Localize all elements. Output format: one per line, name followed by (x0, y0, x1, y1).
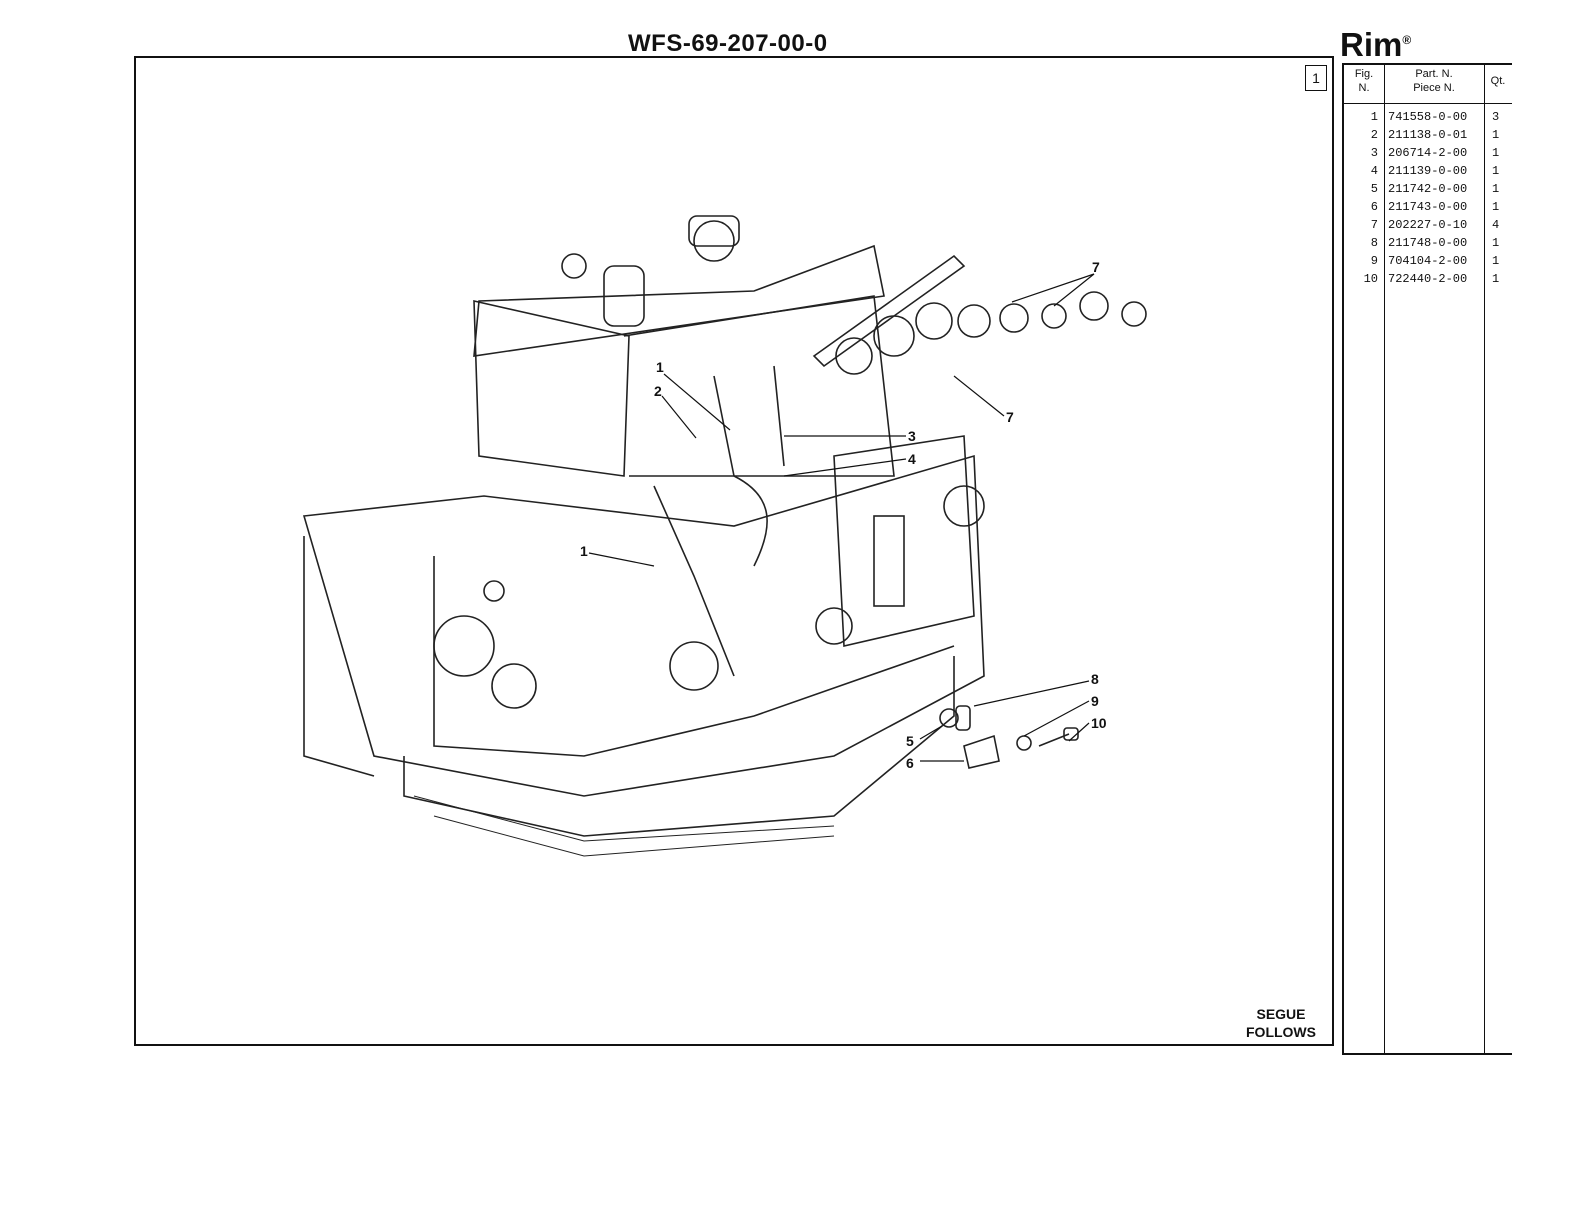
callout-6: 6 (906, 755, 914, 771)
row-fig: 10 (1344, 272, 1378, 286)
header-part-line1: Part. N. (1384, 67, 1484, 81)
row-part-number: 741558-0-00 (1388, 110, 1484, 124)
brand-name: Rim (1340, 26, 1402, 63)
machine-exploded-drawing: 1 2 3 4 7 7 1 8 9 10 5 6 (134, 56, 1334, 1046)
row-fig: 1 (1344, 110, 1378, 124)
row-part-number: 211748-0-00 (1388, 236, 1484, 250)
callout-5: 5 (906, 733, 914, 749)
row-qty: 1 (1492, 128, 1508, 142)
row-part-number: 211138-0-01 (1388, 128, 1484, 142)
machine-body-lines (304, 216, 1146, 856)
table-row: 7 202227-0-10 4 (1344, 218, 1512, 236)
header-fig-line2: N. (1344, 81, 1384, 95)
callout-7-top: 7 (1092, 259, 1100, 275)
row-qty: 1 (1492, 182, 1508, 196)
row-part-number: 211743-0-00 (1388, 200, 1484, 214)
table-row: 4 211139-0-00 1 (1344, 164, 1512, 182)
callout-4: 4 (908, 451, 916, 467)
row-part-number: 722440-2-00 (1388, 272, 1484, 286)
document-code: WFS-69-207-00-0 (628, 30, 828, 58)
row-fig: 5 (1344, 182, 1378, 196)
table-row: 1 741558-0-00 3 (1344, 110, 1512, 128)
table-row: 3 206714-2-00 1 (1344, 146, 1512, 164)
row-fig: 4 (1344, 164, 1378, 178)
row-fig: 9 (1344, 254, 1378, 268)
row-qty: 1 (1492, 200, 1508, 214)
row-qty: 1 (1492, 146, 1508, 160)
row-fig: 8 (1344, 236, 1378, 250)
header-part-line2: Piece N. (1384, 81, 1484, 95)
callout-9: 9 (1091, 693, 1099, 709)
header-part: Part. N. Piece N. (1384, 67, 1484, 95)
table-row: 5 211742-0-00 1 (1344, 182, 1512, 200)
row-part-number: 202227-0-10 (1388, 218, 1484, 232)
row-part-number: 206714-2-00 (1388, 146, 1484, 160)
table-row: 6 211743-0-00 1 (1344, 200, 1512, 218)
row-part-number: 704104-2-00 (1388, 254, 1484, 268)
row-qty: 3 (1492, 110, 1508, 124)
header-divider (1344, 103, 1512, 104)
callout-2: 2 (654, 383, 662, 399)
table-row: 10 722440-2-00 1 (1344, 272, 1512, 290)
registered-mark: ® (1402, 33, 1411, 47)
callout-3: 3 (908, 428, 916, 444)
brand-logo: Rim® (1340, 26, 1411, 64)
table-row: 9 704104-2-00 1 (1344, 254, 1512, 272)
row-fig: 2 (1344, 128, 1378, 142)
row-qty: 1 (1492, 272, 1508, 286)
callout-8: 8 (1091, 671, 1099, 687)
row-qty: 1 (1492, 254, 1508, 268)
table-row: 8 211748-0-00 1 (1344, 236, 1512, 254)
row-qty: 1 (1492, 236, 1508, 250)
follows-text: FOLLOWS (1236, 1023, 1326, 1041)
row-fig: 6 (1344, 200, 1378, 214)
row-fig: 3 (1344, 146, 1378, 160)
segue-note: SEGUE FOLLOWS (1236, 1005, 1326, 1041)
parts-table: Fig. N. Part. N. Piece N. Qt. 1 741558-0-… (1342, 63, 1512, 1055)
row-part-number: 211139-0-00 (1388, 164, 1484, 178)
callout-1-top: 1 (656, 359, 664, 375)
header-qty: Qt. (1484, 74, 1512, 88)
callout-1-lower: 1 (580, 543, 588, 559)
row-part-number: 211742-0-00 (1388, 182, 1484, 196)
header-fig: Fig. N. (1344, 67, 1384, 95)
header-fig-line1: Fig. (1344, 67, 1384, 81)
table-row: 2 211138-0-01 1 (1344, 128, 1512, 146)
callout-10: 10 (1091, 715, 1107, 731)
row-qty: 1 (1492, 164, 1508, 178)
row-fig: 7 (1344, 218, 1378, 232)
segue-text: SEGUE (1236, 1005, 1326, 1023)
row-qty: 4 (1492, 218, 1508, 232)
callout-7-bottom: 7 (1006, 409, 1014, 425)
